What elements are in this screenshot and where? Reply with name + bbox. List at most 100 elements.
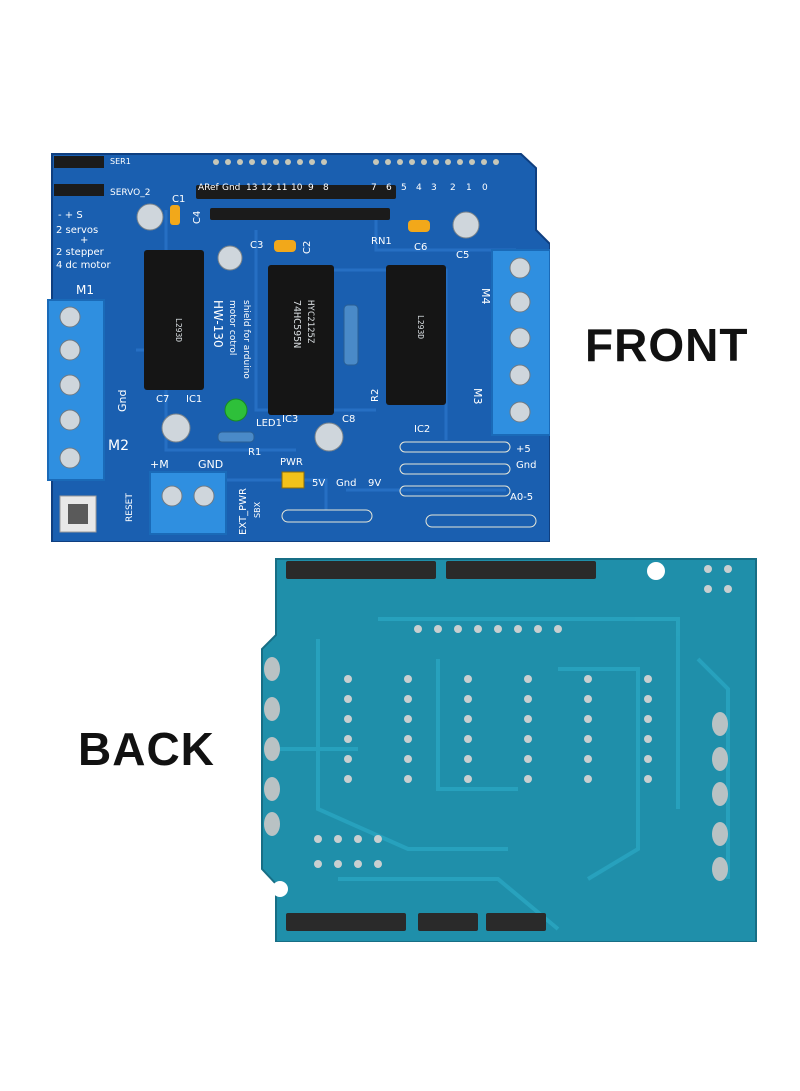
gnd-terminal-label: GND bbox=[198, 458, 223, 471]
ic1-label: IC1 bbox=[186, 394, 202, 405]
pin-label-gnd: Gnd bbox=[222, 183, 240, 193]
analog-label: A0-5 bbox=[510, 492, 533, 503]
m1-screws bbox=[59, 306, 81, 469]
m1-label: M1 bbox=[76, 283, 94, 297]
board-text-line1: motor cotrol bbox=[227, 300, 237, 355]
board-model-label: HW-130 bbox=[211, 300, 225, 348]
m2-label: M2 bbox=[108, 438, 129, 454]
c4-label: C4 bbox=[192, 211, 203, 224]
ext-pwr-label: EXT_PWR bbox=[238, 488, 249, 535]
bottom-header-right bbox=[425, 514, 537, 528]
m4-label: M4 bbox=[479, 288, 492, 305]
power-terminal-block bbox=[149, 471, 227, 535]
front-board-svg: ARef Gnd 13 12 11 10 9 8 7 6 5 4 3 2 1 0… bbox=[47, 153, 550, 542]
board-text-line2: shield for arduino bbox=[241, 300, 251, 379]
back-board-svg bbox=[261, 558, 757, 942]
cap-c3 bbox=[274, 240, 296, 252]
pin-label-0: 0 bbox=[482, 183, 488, 193]
led1-label: LED1 bbox=[256, 418, 282, 429]
m3-m4-screws bbox=[509, 257, 531, 423]
back-bottom-headers bbox=[286, 913, 546, 931]
pwr-jumper[interactable] bbox=[281, 471, 305, 489]
plus5-label: +5 bbox=[516, 444, 531, 455]
c1-label: C1 bbox=[172, 194, 185, 205]
pwr-label: PWR bbox=[280, 457, 303, 468]
ic3-chip-text: 74HC595N bbox=[291, 300, 302, 348]
c7-label: C7 bbox=[156, 394, 169, 405]
ic3-chip-code: HYC2125Z bbox=[305, 300, 315, 344]
rn1-resistor-network bbox=[210, 208, 390, 220]
mount-hole-top bbox=[647, 562, 665, 580]
front-board-image: ARef Gnd 13 12 11 10 9 8 7 6 5 4 3 2 1 0… bbox=[46, 150, 550, 542]
pin-label-11: 11 bbox=[276, 183, 287, 193]
pin-label-4: 4 bbox=[416, 183, 422, 193]
servo2-header bbox=[54, 184, 104, 196]
back-label: BACK bbox=[78, 723, 215, 775]
top-pin-row bbox=[213, 159, 499, 165]
front-label: FRONT bbox=[585, 319, 749, 371]
back-top-headers bbox=[286, 561, 596, 579]
9v-label: 9V bbox=[368, 478, 381, 489]
power-screw-1 bbox=[161, 485, 183, 507]
cap-c6 bbox=[408, 220, 430, 232]
top-header-strip bbox=[196, 185, 396, 199]
reset-label: RESET bbox=[125, 493, 135, 522]
pin-label-13: 13 bbox=[246, 183, 257, 193]
c6-label: C6 bbox=[414, 242, 427, 253]
c5-label: C5 bbox=[456, 250, 469, 261]
servo1-header bbox=[54, 156, 104, 168]
5v-label: 5V bbox=[312, 478, 325, 489]
cap-c7 bbox=[161, 413, 191, 443]
resistor-r2 bbox=[343, 304, 359, 366]
capability-text: 2 servos + 2 stepper 4 dc motor bbox=[56, 225, 111, 271]
led1 bbox=[224, 398, 248, 422]
capability-line-1: 2 servos bbox=[56, 225, 98, 236]
ic3-label: IC3 bbox=[282, 414, 298, 425]
pin-label-2: 2 bbox=[450, 183, 456, 193]
cap-c1 bbox=[170, 205, 180, 225]
c8-label: C8 bbox=[342, 414, 355, 425]
pin-label-10: 10 bbox=[291, 183, 303, 193]
ic1-chip-text: L293D bbox=[174, 318, 183, 342]
resistor-r1 bbox=[217, 431, 255, 443]
cap-top-mid bbox=[217, 245, 243, 271]
pin-label-5: 5 bbox=[401, 183, 407, 193]
power-screw-2 bbox=[193, 485, 215, 507]
pin-label-9: 9 bbox=[308, 183, 314, 193]
pin-label-6: 6 bbox=[386, 183, 392, 193]
ic2-chip bbox=[386, 265, 446, 405]
ic2-label: IC2 bbox=[414, 424, 430, 435]
plus-m-label: +M bbox=[150, 458, 169, 471]
r1-label: R1 bbox=[248, 447, 261, 458]
pin-label-8: 8 bbox=[323, 183, 329, 193]
back-traces bbox=[278, 617, 730, 931]
sbx-label: SBX bbox=[253, 501, 262, 518]
pin-label-1: 1 bbox=[466, 183, 472, 193]
pin-label-7: 7 bbox=[371, 183, 377, 193]
capability-line-3: 2 stepper bbox=[56, 247, 105, 258]
c3-label: C3 bbox=[250, 240, 263, 251]
pin-label-3: 3 bbox=[431, 183, 437, 193]
capability-line-2: + bbox=[80, 235, 88, 246]
pin-label-12: 12 bbox=[261, 183, 272, 193]
reset-button[interactable] bbox=[68, 504, 88, 524]
gnd-side-label: Gnd bbox=[116, 390, 129, 412]
cap-c7-top bbox=[136, 203, 164, 231]
servo-polarity-label: - + S bbox=[58, 210, 83, 221]
gnd-right-label: Gnd bbox=[516, 460, 536, 471]
ic1-chip bbox=[144, 250, 204, 390]
rn1-label: RN1 bbox=[371, 236, 392, 247]
bottom-header-left bbox=[281, 509, 373, 523]
m3-label: M3 bbox=[471, 388, 484, 405]
c2-label: C2 bbox=[302, 241, 313, 254]
gnd-mid-label: Gnd bbox=[336, 478, 356, 489]
back-terminal-pads-right bbox=[712, 712, 728, 881]
ic2-chip-text: L293D bbox=[416, 315, 425, 339]
cap-c5 bbox=[452, 211, 480, 239]
servo2-label: SERVO_2 bbox=[110, 188, 150, 198]
back-solder-pads bbox=[314, 565, 732, 868]
capability-line-4: 4 dc motor bbox=[56, 260, 111, 271]
analog-pads bbox=[399, 441, 511, 497]
ic3-chip bbox=[268, 265, 334, 415]
mount-hole-bottom bbox=[272, 881, 288, 897]
